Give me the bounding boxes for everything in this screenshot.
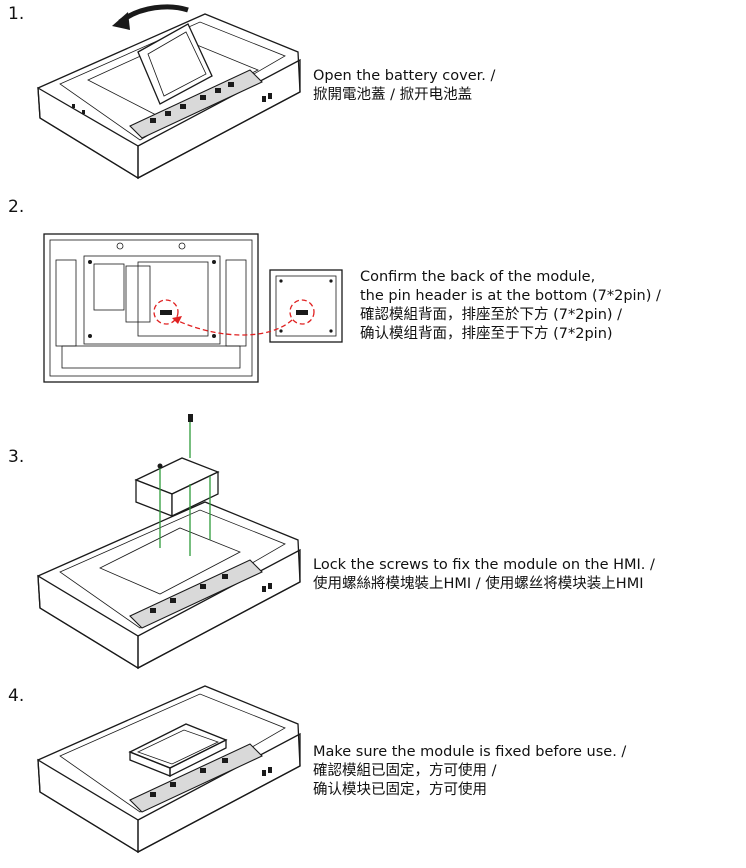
step-4-line-2: 確認模組已固定，方可使用 / — [313, 763, 497, 779]
step-3-line-1: Lock the screws to fix the module on the… — [313, 557, 655, 573]
step-2-line-4: 确认模组背面，排座至于下方 (7*2pin) — [360, 326, 613, 342]
step-3-number: 3. — [8, 447, 25, 467]
step-1-line-1: Open the battery cover. / — [313, 68, 496, 84]
step-2-caption: Confirm the back of the module, the pin … — [360, 268, 661, 344]
step-4-line-3: 确认模块已固定，方可使用 — [313, 782, 487, 798]
step-4-line-1: Make sure the module is fixed before use… — [313, 744, 627, 760]
step-2-line-3: 確認模組背面，排座至於下方 (7*2pin) / — [360, 307, 623, 323]
step-4-number: 4. — [8, 686, 25, 706]
step-1-line-2: 掀開電池蓋 / 掀开电池盖 — [313, 87, 473, 103]
step-2-line-1: Confirm the back of the module, — [360, 269, 596, 285]
step-1-number: 1. — [8, 4, 25, 24]
step-2-line-2: the pin header is at the bottom (7*2pin)… — [360, 288, 661, 304]
step-4-caption: Make sure the module is fixed before use… — [313, 743, 626, 800]
step-3-line-2: 使用螺絲將模塊裝上HMI / 使用螺丝将模块装上HMI — [313, 576, 644, 592]
step-1-caption: Open the battery cover. / 掀開電池蓋 / 掀开电池盖 — [313, 67, 495, 105]
step-3-caption: Lock the screws to fix the module on the… — [313, 556, 655, 594]
step-2-number: 2. — [8, 197, 25, 217]
